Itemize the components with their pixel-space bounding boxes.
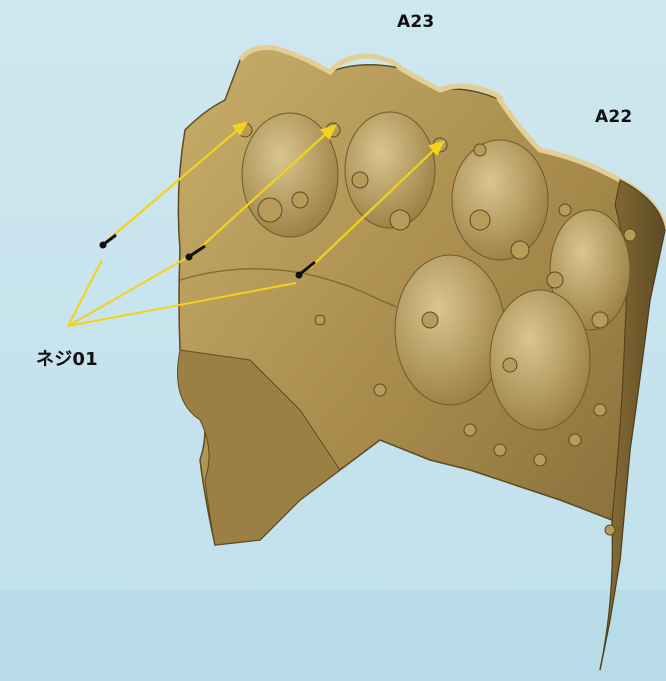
part-label-a22: A22 [595,107,632,127]
screw-label: ネジ01 [36,345,98,371]
part-label-a23: A23 [397,12,434,32]
screw-icon [100,235,117,249]
